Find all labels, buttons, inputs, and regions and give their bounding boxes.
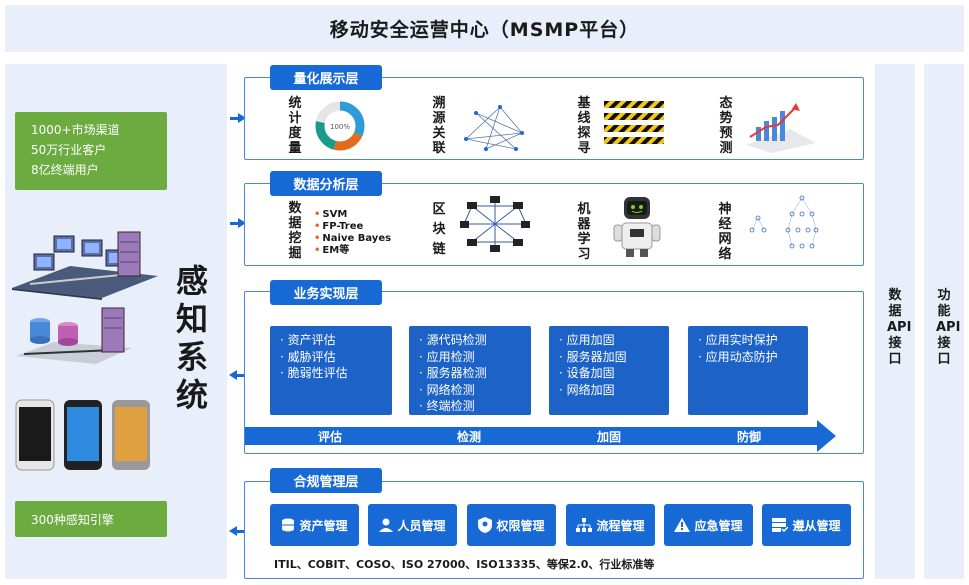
list-item: •FP-Tree [314, 221, 364, 232]
button-label: 遵从管理 [792, 518, 841, 533]
arrow-right-icon [238, 113, 246, 123]
arrow-shaft [230, 117, 240, 120]
market-stats-box: 1000+市场渠道 50万行业客户 8亿终端用户 [15, 112, 167, 190]
list-item: · 应用实时保护 [698, 333, 778, 347]
button-label: 应急管理 [694, 518, 743, 533]
personnel-management-button[interactable]: 人员管理 [368, 504, 457, 546]
quant-item-label: 态势预测 [719, 96, 733, 156]
analysis-layer-tag: 数据分析层 [270, 171, 382, 196]
permission-management-button[interactable]: 权限管理 [467, 504, 556, 546]
stat-users: 8亿终端用户 [31, 163, 99, 177]
list-item: · 设备加固 [559, 366, 615, 380]
neural-network-label: 神经网络 [718, 202, 732, 262]
process-management-button[interactable]: 流程管理 [566, 504, 655, 546]
blockchain-network-icon [460, 196, 530, 252]
data-api-label: 数据API接口 [887, 288, 912, 367]
emergency-management-button[interactable]: 应急管理 [664, 504, 753, 546]
button-label: 资产管理 [299, 518, 348, 533]
robot-icon [613, 197, 661, 257]
assessment-card: · 资产评估 · 威胁评估 · 脆弱性评估 [270, 326, 392, 415]
list-item: · 资产评估 [280, 333, 336, 347]
list-item: · 终端检测 [419, 399, 475, 413]
list-item: · 服务器检测 [419, 366, 487, 380]
stat-customers: 50万行业客户 [31, 143, 107, 157]
detection-card: · 源代码检测 · 应用检测 · 服务器检测 · 网络检测 · 终端检测 [409, 326, 531, 415]
data-mining-label: 数据挖掘 [288, 201, 302, 261]
list-item: · 脆弱性评估 [280, 366, 348, 380]
stage-label: 防御 [737, 430, 762, 444]
flow-icon [576, 518, 593, 532]
list-item: · 威胁评估 [280, 349, 336, 364]
standards-text: ITIL、COBIT、COSO、ISO 27000、ISO13335、等保2.0… [274, 558, 655, 571]
list-item: · 应用加固 [559, 333, 615, 347]
defense-card: · 应用实时保护 · 应用动态防护 [688, 326, 808, 415]
database-network-illustration [16, 307, 132, 364]
arrow-shaft [230, 222, 240, 225]
mobile-devices-illustration [15, 399, 150, 471]
caution-tape-icon [604, 101, 664, 144]
warning-icon [674, 518, 691, 532]
lan-network-illustration [12, 231, 158, 300]
compliance-management-button[interactable]: 遵从管理 [762, 504, 851, 546]
donut-center-label: 100% [330, 123, 350, 131]
donut-chart-icon: 100% [315, 101, 365, 151]
arrow-shaft [236, 530, 244, 533]
network-graph-icon [464, 105, 524, 151]
list-item: •Naive Bayes [314, 233, 392, 244]
checklist-icon [772, 518, 789, 532]
list-item: · 应用动态防护 [698, 349, 778, 364]
button-label: 权限管理 [496, 518, 545, 533]
arrow-shaft [236, 374, 244, 377]
list-item: · 应用检测 [419, 349, 475, 364]
stage-label: 检测 [457, 430, 482, 444]
mining-algorithms-list: •SVM •FP-Tree •Naive Bayes •EM等 [314, 209, 391, 257]
blockchain-label: 区块链 [432, 202, 446, 257]
list-item: •SVM [314, 209, 348, 220]
quant-item-label: 统计度量 [288, 96, 302, 156]
stage-label: 评估 [318, 430, 343, 444]
asset-management-button[interactable]: 资产管理 [270, 504, 359, 546]
list-item: · 源代码检测 [419, 333, 487, 347]
function-api-column [924, 64, 964, 579]
trend-chart-icon [746, 103, 816, 153]
sensing-system-label: 感知系统 [175, 262, 208, 414]
arrow-right-icon [238, 218, 246, 228]
stat-channels: 1000+市场渠道 [31, 123, 120, 137]
list-item: · 服务器加固 [559, 349, 627, 364]
quant-item-label: 基线探寻 [577, 96, 591, 156]
process-arrow [245, 420, 836, 452]
page-title: 移动安全运营中心（MSMP平台） [5, 5, 964, 52]
data-analysis-layer [244, 183, 864, 266]
function-api-label: 功能API接口 [936, 288, 961, 367]
hardening-card: · 应用加固 · 服务器加固 · 设备加固 · 网络加固 [549, 326, 669, 415]
machine-learning-label: 机器学习 [577, 202, 591, 262]
arrow-left-icon [229, 370, 237, 380]
compliance-layer-tag: 合规管理层 [270, 468, 382, 493]
button-label: 流程管理 [596, 518, 645, 533]
quant-layer-tag: 量化展示层 [270, 65, 382, 90]
list-item: •EM等 [314, 245, 350, 256]
quant-item-label: 溯源关联 [432, 96, 446, 156]
neural-network-icon [749, 195, 819, 249]
button-label: 人员管理 [397, 518, 446, 533]
arrow-left-icon [229, 526, 237, 536]
data-api-column [875, 64, 915, 579]
shield-icon [478, 517, 493, 533]
engines-box: 300种感知引擎 [15, 501, 167, 537]
user-icon [379, 518, 394, 532]
business-layer-tag: 业务实现层 [270, 280, 382, 305]
database-icon [282, 518, 295, 532]
list-item: · 网络检测 [419, 382, 475, 397]
list-item: · 网络加固 [559, 382, 615, 397]
stage-label: 加固 [597, 430, 622, 444]
